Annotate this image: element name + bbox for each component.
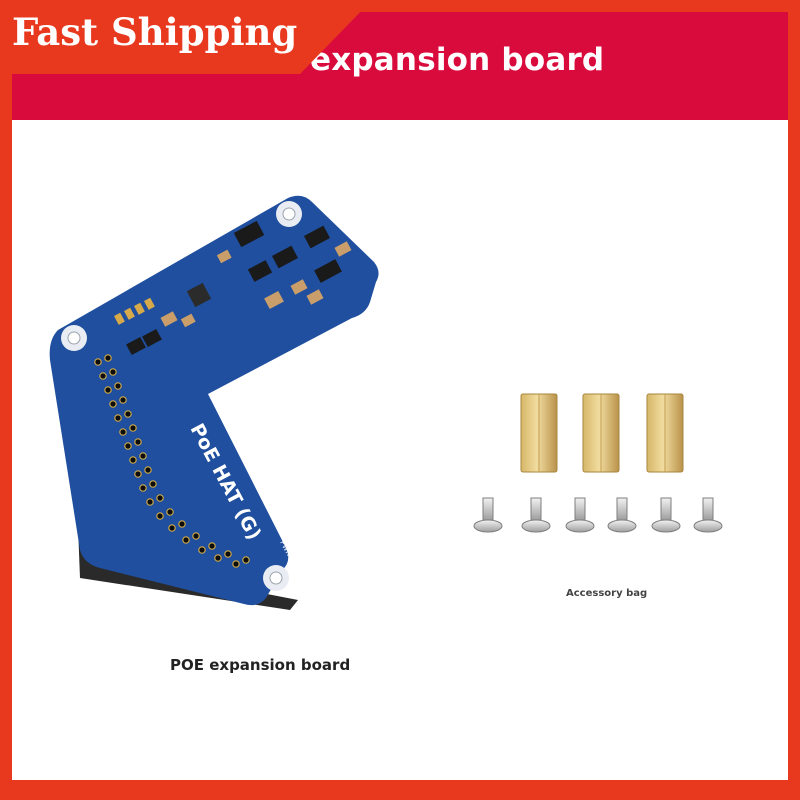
fast-shipping-text: Fast Shipping [12, 10, 298, 54]
poe-hat-board-image: PoE HAT (G) PWR [49, 195, 379, 610]
board-caption: POE expansion board [170, 656, 351, 674]
screw-icon [473, 497, 723, 533]
accessory-bag-image [473, 393, 723, 533]
accessory-caption: Accessory bag [566, 588, 648, 599]
standoff-icon [520, 393, 684, 473]
mounting-hole-icon [61, 201, 302, 591]
banner-title: expansion board [310, 42, 605, 78]
